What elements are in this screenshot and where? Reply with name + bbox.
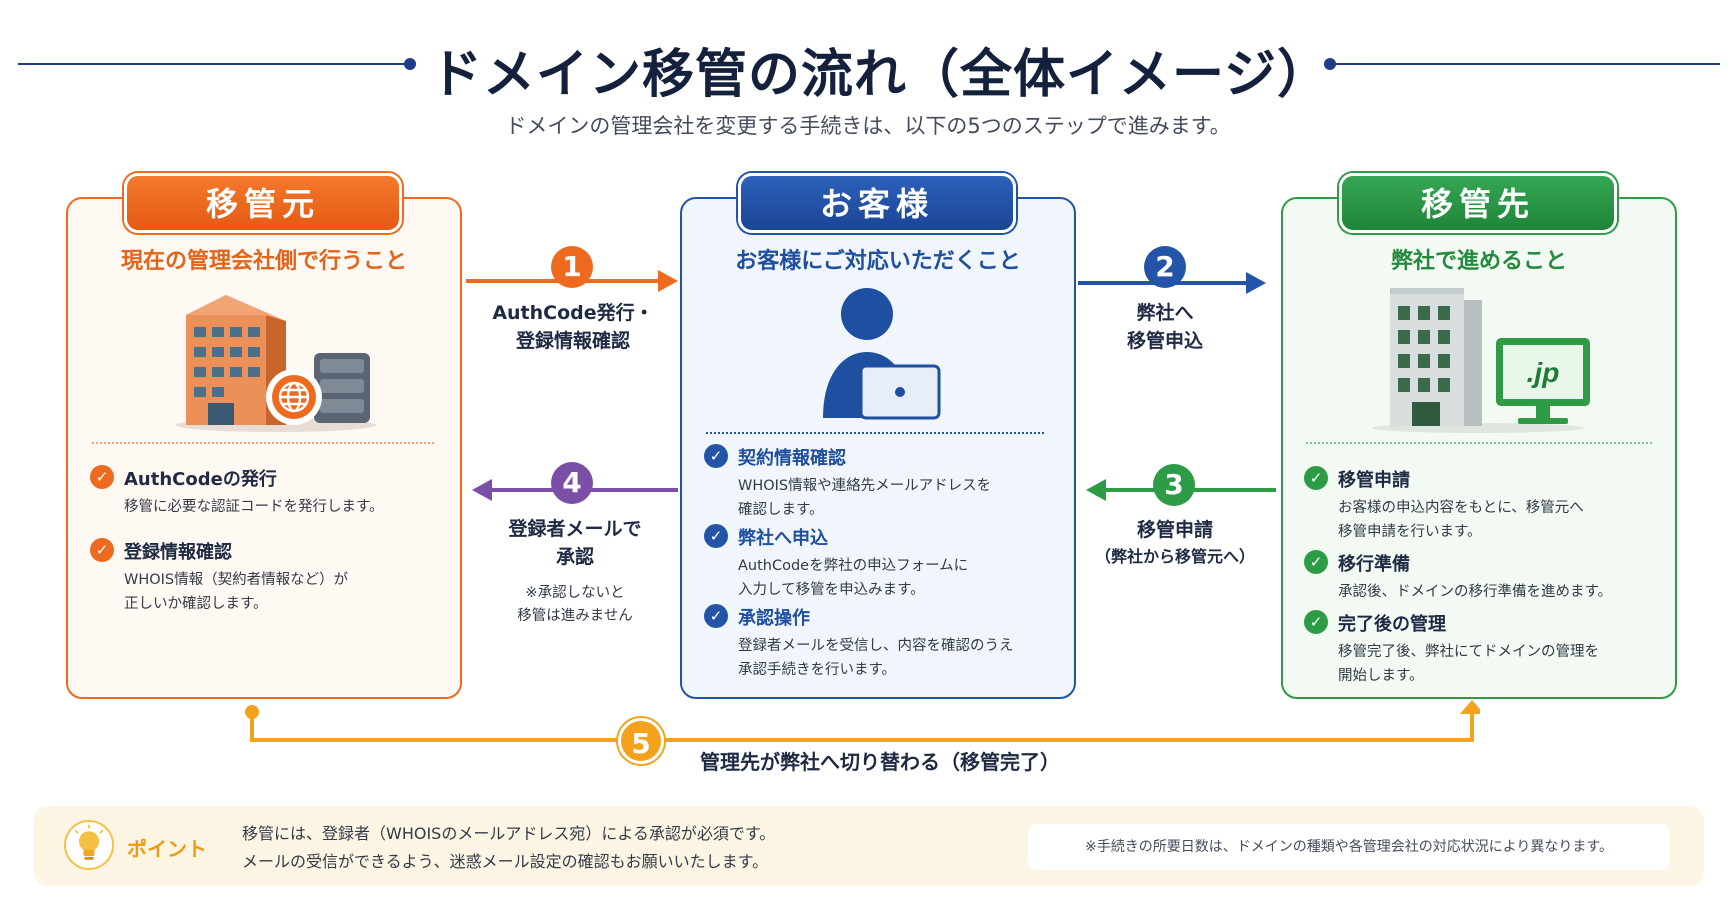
step4-number: 4 — [551, 462, 593, 504]
step5-label: 管理先が弊社へ切り替わる（移管完了） — [700, 750, 1060, 774]
person-at-laptop-icon — [823, 288, 941, 420]
check-icon: ✓ — [90, 465, 114, 489]
step2-arrowhead-icon — [1246, 272, 1266, 294]
page-subtitle: ドメインの管理会社を変更する手続きは、以下の5つのステップで進みます。 — [505, 114, 1231, 138]
step5-number: 5 — [618, 718, 664, 764]
step1-label: AuthCode発行・ 登録情報確認 — [492, 302, 654, 352]
destination-item-title: 完了後の管理 — [1338, 614, 1446, 635]
customer-card — [680, 197, 1076, 699]
page-title: ドメイン移管の流れ（全体イメージ） — [430, 45, 1330, 105]
check-icon: ✓ — [704, 524, 728, 548]
check-icon: ✓ — [90, 538, 114, 562]
check-icon: ✓ — [1304, 466, 1328, 490]
step3-number: 3 — [1153, 464, 1195, 506]
destination-heading: 弊社で進めること — [1390, 249, 1567, 274]
step2-label: 弊社へ 移管申込 — [1126, 302, 1203, 352]
source-divider — [92, 442, 434, 444]
customer-item-title: 弊社へ申込 — [738, 528, 828, 549]
step4-arrowhead-icon — [472, 479, 492, 501]
duration-note: ※手続きの所要日数は、ドメインの種類や各管理会社の対応状況により異なります。 — [1028, 824, 1670, 870]
title-dot-left — [404, 58, 416, 70]
source-item-desc: WHOIS情報（契約者情報など）が 正しいか確認します。 — [124, 572, 349, 612]
monitor-jp-text: .jp — [1527, 357, 1560, 388]
building-with-jp-monitor-icon: .jp — [1372, 288, 1590, 433]
customer-item-desc: AuthCodeを弊社の申込フォームに 入力して移管を申込みます。 — [738, 558, 969, 598]
destination-item-title: 移管申請 — [1338, 470, 1410, 491]
step1-number: 1 — [551, 246, 593, 288]
source-item-title: AuthCodeの発行 — [124, 469, 277, 490]
customer-heading: お客様にご対応いただくこと — [735, 249, 1021, 274]
title-row: ドメイン移管の流れ（全体イメージ） — [0, 28, 1736, 105]
step1-arrowhead-icon — [658, 270, 678, 292]
title-rule-right — [1330, 63, 1720, 65]
step5-connector — [245, 700, 1480, 742]
customer-divider — [706, 432, 1044, 434]
check-icon: ✓ — [1304, 550, 1328, 574]
lightbulb-icon — [64, 820, 114, 870]
customer-item-desc: 登録者メールを受信し、内容を確認のうえ 承認手続きを行います。 — [738, 638, 1014, 678]
destination-item-desc: 承認後、ドメインの移行準備を進めます。 — [1338, 584, 1613, 600]
destination-item-title: 移行準備 — [1338, 554, 1410, 575]
source-item-desc: 移管に必要な認証コードを発行します。 — [124, 499, 384, 515]
step3-label: 移管申請 — [1136, 519, 1213, 541]
step2-number: 2 — [1144, 246, 1186, 288]
source-item-title: 登録情報確認 — [124, 542, 232, 563]
point-label: ポイント — [127, 837, 207, 861]
check-icon: ✓ — [1304, 610, 1328, 634]
step4-note: ※承認しないと 移管は進みません — [517, 585, 633, 624]
step3-arrowhead-icon — [1086, 479, 1106, 501]
source-tab: 移管元 — [124, 173, 402, 233]
customer-item-title: 承認操作 — [738, 608, 810, 629]
destination-tab: 移管先 — [1339, 173, 1617, 233]
customer-item-title: 契約情報確認 — [738, 448, 846, 469]
point-text: 移管には、登録者（WHOISのメールアドレス宛）による承認が必須です。 メールの… — [242, 824, 776, 871]
customer-item-desc: WHOIS情報や連絡先メールアドレスを 確認します。 — [738, 478, 992, 518]
destination-item-desc: 移管完了後、弊社にてドメインの管理を 開始します。 — [1338, 644, 1599, 684]
destination-divider — [1306, 442, 1652, 444]
destination-card — [1281, 197, 1677, 699]
office-building-icon — [176, 295, 376, 432]
check-icon: ✓ — [704, 444, 728, 468]
check-icon: ✓ — [704, 604, 728, 628]
step4-label: 登録者メールで 承認 — [508, 518, 642, 568]
step3-note: （弊社から移管元へ） — [1094, 547, 1255, 566]
source-card — [66, 197, 462, 699]
title-rule-left — [18, 63, 410, 65]
source-heading: 現在の管理会社側で行うこと — [120, 249, 407, 274]
destination-item-desc: お客様の申込内容をもとに、移管元へ 移管申請を行います。 — [1338, 500, 1584, 540]
customer-tab: お客様 — [738, 173, 1016, 233]
